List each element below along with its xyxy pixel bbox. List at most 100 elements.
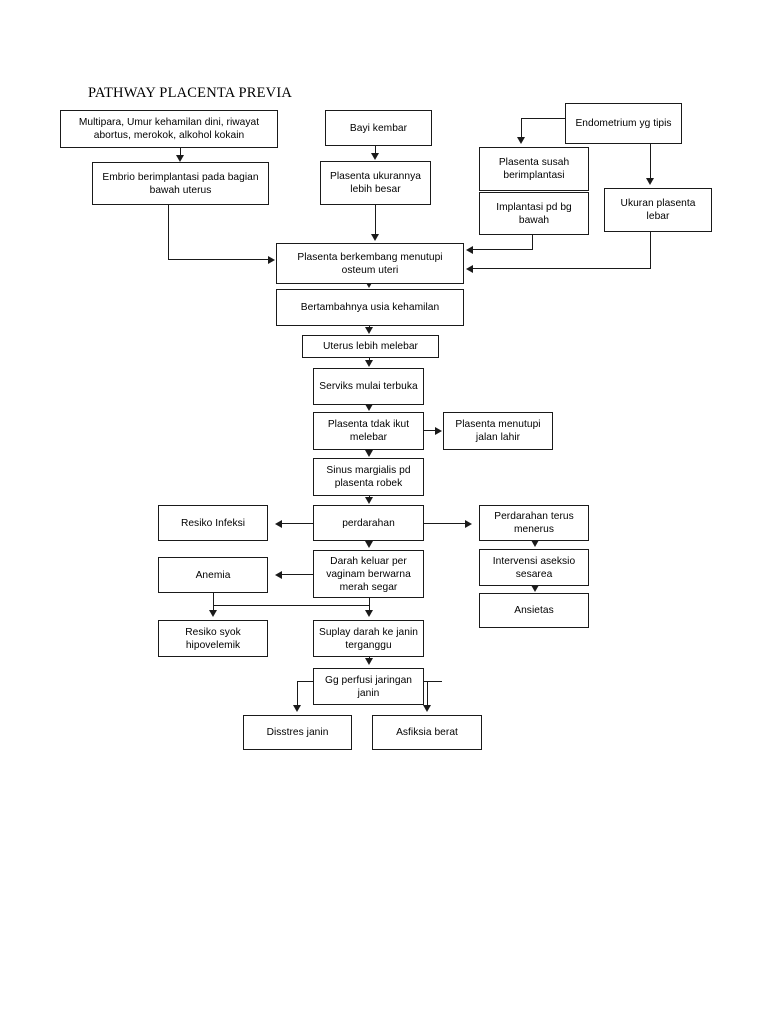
edge-perfusi-to-disstres-horizontal [297,681,314,683]
node-plasenta-ukuran[interactable]: Plasenta ukurannya lebih besar [320,161,431,205]
node-label: Plasenta tdak ikut melebar [327,419,410,443]
edge-endometrium-to-susah-vertical [521,118,523,139]
node-serviks-terbuka[interactable]: Serviks mulai terbuka [313,368,424,405]
edge-lebar-to-osteum-vertical [650,232,652,269]
node-perdarahan-terus[interactable]: Perdarahan terus menerus [479,505,589,541]
edge-implantasi-to-osteum-vertical [532,235,534,250]
arrow-down-icon [517,137,525,144]
arrow-right-icon [435,427,442,435]
node-anemia[interactable]: Anemia [158,557,268,593]
node-usia-kehamilan[interactable]: Bertambahnya usia kehamilan [276,289,464,326]
edge-implantasi-to-osteum-horizontal [472,249,533,251]
node-plasenta-tdak-ikut[interactable]: Plasenta tdak ikut melebar [313,412,424,450]
node-label: Uterus lebih melebar [323,341,418,352]
node-risk-factors[interactable]: Multipara, Umur kehamilan dini, riwayat … [60,110,278,148]
node-implantasi-bawah[interactable]: Implantasi pd bg bawah [479,192,589,235]
node-perdarahan[interactable]: perdarahan [313,505,424,541]
arrow-down-icon [293,705,301,712]
arrow-down-icon [423,705,431,712]
edge-endometrium-to-susah-horizontal [521,118,566,120]
node-bayi-kembar[interactable]: Bayi kembar [325,110,432,146]
node-label: Bertambahnya usia kehamilan [300,302,440,313]
arrow-left-icon [275,571,282,579]
node-ansietas[interactable]: Ansietas [479,593,589,628]
node-label: Plasenta susah berimplantasi [498,157,570,181]
edge-tdakikut-to-jalanlahir [424,430,437,432]
arrow-down-icon [365,404,373,411]
node-label: Gg perfusi jaringan janin [324,674,413,699]
node-asfiksia-berat[interactable]: Asfiksia berat [372,715,482,750]
node-label: Asfiksia berat [396,727,458,738]
edge-perdarahan-to-infeksi [281,523,314,525]
node-uterus-melebar[interactable]: Uterus lebih melebar [302,335,439,358]
node-label: Sinus margialis pd plasenta robek [326,465,411,489]
node-plasenta-menutupi-osteum[interactable]: Plasenta berkembang menutupi osteum uter… [276,243,464,284]
node-label: Multipara, Umur kehamilan dini, riwayat … [78,117,260,141]
arrow-down-icon [365,360,373,367]
arrow-down-icon [365,327,373,334]
node-label: Plasenta ukurannya lebih besar [330,171,421,195]
node-ukuran-lebar[interactable]: Ukuran plasenta lebar [604,188,712,232]
edge-darah-to-bus-vertical [369,598,371,606]
edge-perdarahan-to-terus [424,523,466,525]
node-label: Suplay darah ke janin terganggu [318,626,419,651]
node-label: Endometrium yg tipis [575,118,672,129]
edge-perfusi-to-asfiksia-vertical [427,681,429,707]
arrow-down-icon [176,155,184,162]
edge-embrio-to-osteum-vertical [168,205,170,260]
node-plasenta-susah[interactable]: Plasenta susah berimplantasi [479,147,589,191]
edge-risk-to-embrio [180,148,182,157]
arrow-down-icon [371,234,379,241]
edge-perfusi-to-asfiksia-horizontal [424,681,442,683]
node-label: Ansietas [514,605,554,616]
edge-bayi-to-ukuran [375,146,377,155]
node-gg-perfusi[interactable]: Gg perfusi jaringan janin [313,668,424,705]
arrow-down-icon [371,153,379,160]
node-embrio[interactable]: Embrio berimplantasi pada bagian bawah u… [92,162,269,205]
node-label: Plasenta menutupi jalan lahir [455,419,541,443]
node-disstres-janin[interactable]: Disstres janin [243,715,352,750]
edge-bus-to-suplay-horizontal [213,605,370,607]
arrow-left-icon [275,520,282,528]
arrow-right-icon [465,520,472,528]
node-resiko-infeksi[interactable]: Resiko Infeksi [158,505,268,541]
node-label: Embrio berimplantasi pada bagian bawah u… [102,171,259,196]
edge-ukuran-to-osteum [375,205,377,236]
node-plasenta-jalan-lahir[interactable]: Plasenta menutupi jalan lahir [443,412,553,450]
node-label: Anemia [195,569,231,581]
arrow-down-icon [646,178,654,185]
node-label: Resiko Infeksi [180,517,246,529]
page-title: PATHWAY PLACENTA PREVIA [88,85,293,101]
node-endometrium[interactable]: Endometrium yg tipis [565,103,682,144]
arrow-down-icon [209,610,217,617]
edge-bus-to-suplay-vertical [369,605,371,613]
node-label: Darah keluar per vaginam berwarna merah … [326,555,411,593]
node-intervensi[interactable]: Intervensi aseksio sesarea [479,549,589,586]
edge-lebar-to-osteum-horizontal [472,268,651,270]
arrow-right-icon [268,256,275,264]
arrow-left-icon [466,265,473,273]
arrow-down-icon [531,540,539,547]
node-label: Implantasi pd bg bawah [496,201,572,226]
node-label: Bayi kembar [349,122,408,134]
arrow-down-icon [531,585,539,592]
node-darah-keluar[interactable]: Darah keluar per vaginam berwarna merah … [313,550,424,598]
node-label: perdarahan [342,517,395,529]
arrow-down-icon [365,658,373,665]
arrow-down-icon [365,497,373,504]
arrow-down-icon [365,610,373,617]
node-label: Ukuran plasenta lebar [620,198,696,222]
edge-darah-to-anemia [281,574,314,576]
node-label: Serviks mulai terbuka [319,381,418,392]
edge-endometrium-to-lebar [650,144,652,180]
node-label: Plasenta berkembang menutupi osteum uter… [297,251,443,276]
node-resiko-syok[interactable]: Resiko syok hipovelemik [158,620,268,657]
arrow-down-icon [365,281,373,288]
edge-embrio-to-osteum-horizontal [168,259,270,261]
node-label: Intervensi aseksio sesarea [492,555,576,580]
node-label: Perdarahan terus menerus [494,511,574,535]
node-sinus-margialis[interactable]: Sinus margialis pd plasenta robek [313,458,424,496]
arrow-left-icon [466,246,473,254]
node-suplay-darah[interactable]: Suplay darah ke janin terganggu [313,620,424,657]
